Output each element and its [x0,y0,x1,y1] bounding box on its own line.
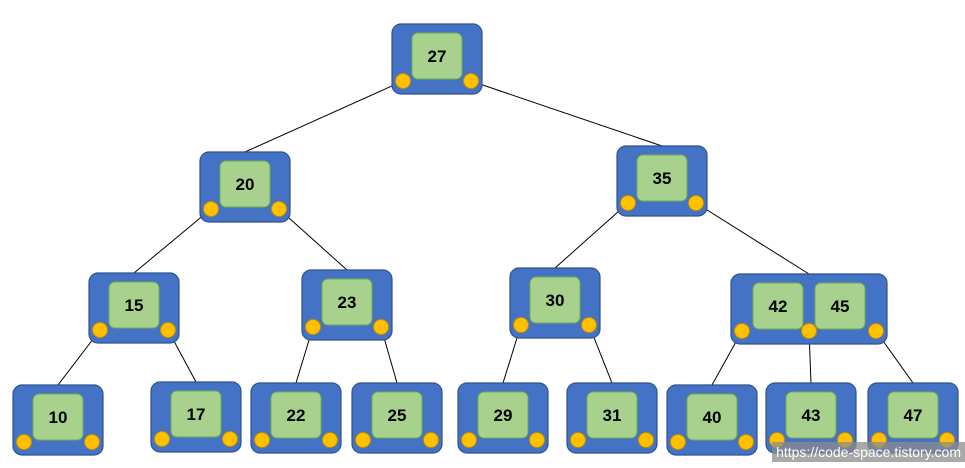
key-box [686,393,738,441]
tree-node: 17 [150,381,242,453]
key-label: 23 [338,293,357,312]
key-box [529,276,581,324]
tree-edge [695,202,810,275]
key-label: 25 [388,406,407,425]
child-pointer [305,319,321,335]
tree-node: 27 [391,23,483,95]
child-pointer [154,431,170,447]
key-box [170,390,222,438]
key-label: 15 [125,296,144,315]
child-pointer [322,432,338,448]
child-pointer [222,431,238,447]
child-pointer [638,432,654,448]
tree-node: 23 [301,269,393,341]
child-pointer [373,319,389,335]
child-pointer [203,201,219,217]
key-label: 31 [603,406,622,425]
child-pointer [463,73,479,89]
key-label: 43 [802,406,821,425]
key-box [785,391,837,439]
child-pointer [254,432,270,448]
key-box [219,160,271,208]
tree-node: 42 45 [730,273,888,345]
key-box [321,278,373,326]
tree-node: 35 [616,145,708,217]
tree-node: 43 [765,382,857,454]
child-pointer [801,323,817,339]
tree-node: 20 [199,151,291,223]
tree-edge [470,80,663,147]
child-pointer [670,434,686,450]
key-label: 45 [831,297,850,316]
key-box [411,32,463,80]
watermark-url: https://code-space.tistory.com [772,442,965,462]
child-pointer [16,434,32,450]
key-label: 47 [904,406,923,425]
tree-node: 25 [351,382,443,454]
child-pointer [581,317,597,333]
key-box [32,393,84,441]
key-label: 22 [287,406,306,425]
key-box [586,391,638,439]
child-pointer [738,434,754,450]
key-label: 17 [187,405,206,424]
key-box [752,282,804,330]
tree-node: 29 [457,382,549,454]
child-pointer [160,322,176,338]
tree-nodes: 27 20 35 15 23 30 42 45 10 17 22 25 29 31 40 43 47 [12,23,959,456]
key-label: 29 [494,406,513,425]
key-box [477,391,529,439]
child-pointer [868,323,884,339]
key-label: 10 [49,408,68,427]
tree-node: 15 [88,272,180,344]
tree-node: 30 [509,267,601,339]
tree-edge [554,202,629,269]
child-pointer [570,432,586,448]
key-box [371,391,423,439]
tree-edge [278,208,348,271]
tree-edge [133,208,212,274]
key-label: 40 [703,408,722,427]
tree-node: 40 [666,384,758,456]
child-pointer [84,434,100,450]
child-pointer [513,317,529,333]
child-pointer [734,323,750,339]
key-label: 35 [653,169,672,188]
child-pointer [271,201,287,217]
key-label: 42 [769,297,788,316]
child-pointer [461,432,477,448]
tree-node: 31 [566,382,658,454]
child-pointer [529,432,545,448]
key-box [887,391,939,439]
key-box [814,282,866,330]
key-box [636,154,688,202]
tree-node: 10 [12,384,104,456]
child-pointer [92,322,108,338]
key-box [270,391,322,439]
tree-node: 22 [250,382,342,454]
child-pointer [688,195,704,211]
child-pointer [620,195,636,211]
child-pointer [395,73,411,89]
tree-edge [244,80,404,153]
child-pointer [423,432,439,448]
key-box [108,281,160,329]
key-label: 27 [428,47,447,66]
tree-node: 47 [867,382,959,454]
key-label: 20 [236,175,255,194]
key-label: 30 [546,291,565,310]
child-pointer [355,432,371,448]
